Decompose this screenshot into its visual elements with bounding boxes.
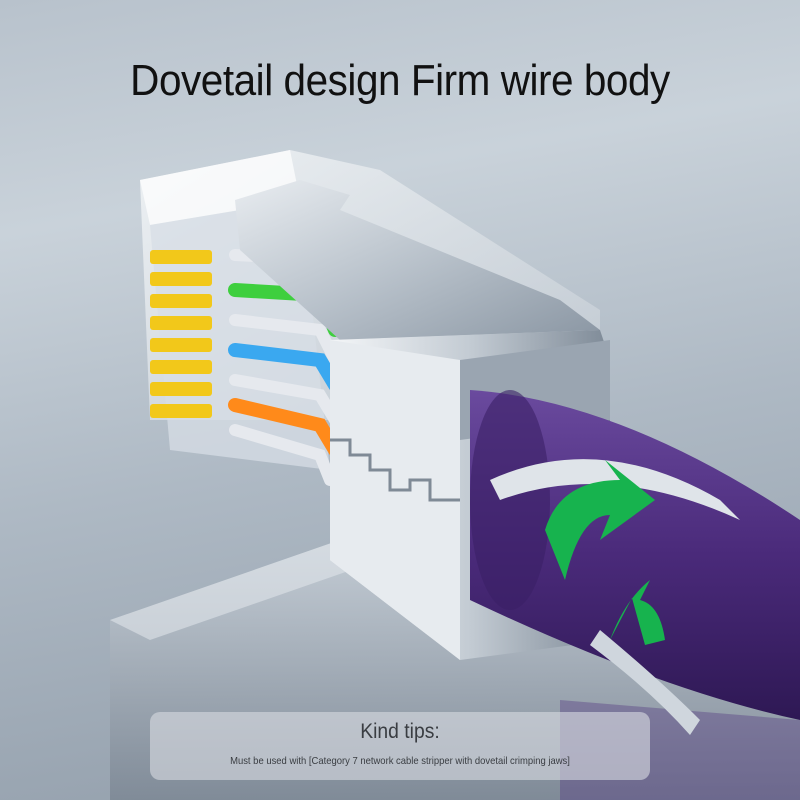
headline: Dovetail design Firm wire body [130,56,670,105]
tips-title: Kind tips: [360,720,440,743]
tips-text: Must be used with [Category 7 network ca… [230,755,570,767]
rotate-arrow-icon [545,460,665,645]
gold-pins [150,250,212,418]
kind-tips-box: Kind tips: Must be used with [Category 7… [150,712,650,780]
metal-strap [490,459,740,735]
